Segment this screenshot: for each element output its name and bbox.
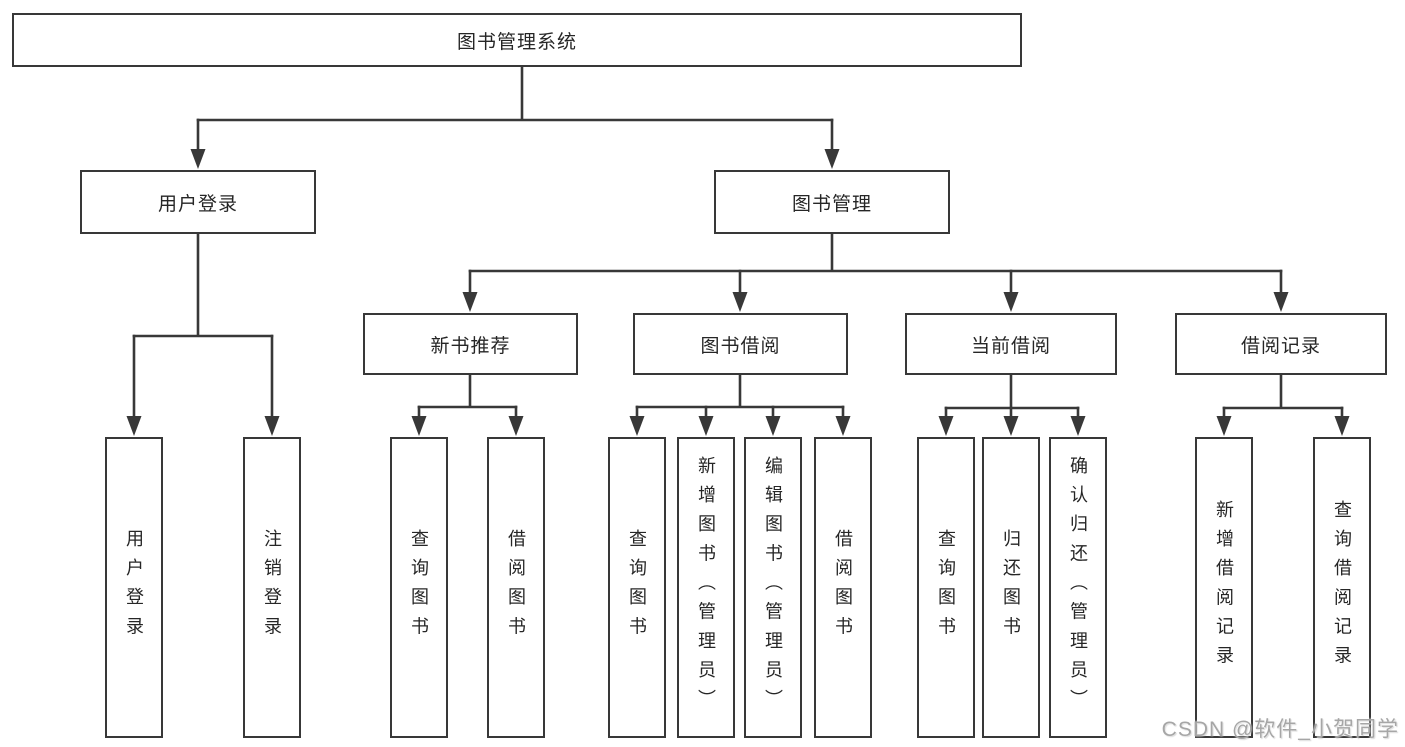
node-label: 图书借阅 [700, 335, 781, 357]
node-book-management: 图书管理 [714, 170, 950, 234]
node-user-login: 用户登录 [80, 170, 316, 234]
leaf-label: 归还图书 [1001, 529, 1021, 646]
node-label: 图书管理 [791, 193, 872, 215]
arrow-down-icon [126, 416, 280, 436]
branch-borrow-record [1222, 375, 1344, 419]
leaf-query-books: 查询图书 [608, 437, 666, 738]
node-label: 当前借阅 [970, 335, 1051, 357]
leaf-label: 用户登录 [124, 529, 144, 646]
leaf-label: 查询借阅记录 [1332, 500, 1352, 675]
arrow-down-icon [190, 149, 840, 169]
leaf-borrow-books: 借阅图书 [487, 437, 545, 738]
leaf-borrow-books: 借阅图书 [814, 437, 872, 738]
leaf-label: 确认归还（管理员） [1068, 456, 1088, 719]
arrow-down-icon [411, 416, 524, 436]
leaf-label: 新增借阅记录 [1214, 500, 1234, 675]
leaf-add-borrow-record: 新增借阅记录 [1195, 437, 1253, 738]
leaf-confirm-return-admin: 确认归还（管理员） [1049, 437, 1107, 738]
node-book-borrow: 图书借阅 [633, 313, 848, 375]
node-label: 新书推荐 [430, 335, 511, 357]
leaf-add-books-admin: 新增图书（管理员） [677, 437, 735, 738]
node-borrow-record: 借阅记录 [1175, 313, 1387, 375]
leaf-label: 借阅图书 [833, 529, 853, 646]
leaf-label: 查询图书 [409, 529, 429, 646]
leaf-edit-books-admin: 编辑图书（管理员） [744, 437, 802, 738]
arrow-down-icon [462, 292, 1289, 312]
node-label: 借阅记录 [1240, 335, 1321, 357]
leaf-label: 注销登录 [262, 529, 282, 646]
branch-book-management [468, 234, 1283, 295]
leaf-label: 查询图书 [936, 529, 956, 646]
branch-user-login [132, 234, 274, 419]
node-root-system: 图书管理系统 [12, 13, 1022, 67]
leaf-user-login: 用户登录 [105, 437, 163, 738]
leaf-label: 查询图书 [627, 529, 647, 646]
leaf-query-borrow-record: 查询借阅记录 [1313, 437, 1371, 738]
leaf-return-books: 归还图书 [982, 437, 1040, 738]
leaf-logout: 注销登录 [243, 437, 301, 738]
branch-book-borrow [635, 375, 845, 419]
leaf-label: 借阅图书 [506, 529, 526, 646]
arrow-down-icon [1216, 416, 1350, 436]
leaf-query-books: 查询图书 [917, 437, 975, 738]
node-label: 用户登录 [157, 193, 238, 215]
branch-new-book-recommend [417, 375, 518, 419]
node-label: 图书管理系统 [456, 31, 577, 53]
leaf-label: 编辑图书（管理员） [763, 456, 783, 719]
node-new-book-recommend: 新书推荐 [363, 313, 578, 375]
branch-current-borrow [944, 375, 1080, 419]
arrow-down-icon [629, 416, 851, 436]
leaf-label: 新增图书（管理员） [696, 456, 716, 719]
branch-root [196, 67, 834, 152]
node-current-borrow: 当前借阅 [905, 313, 1117, 375]
leaf-query-books: 查询图书 [390, 437, 448, 738]
arrow-down-icon [938, 416, 1086, 436]
csdn-watermark: CSDN @软件_小贺同学 [1161, 718, 1399, 741]
